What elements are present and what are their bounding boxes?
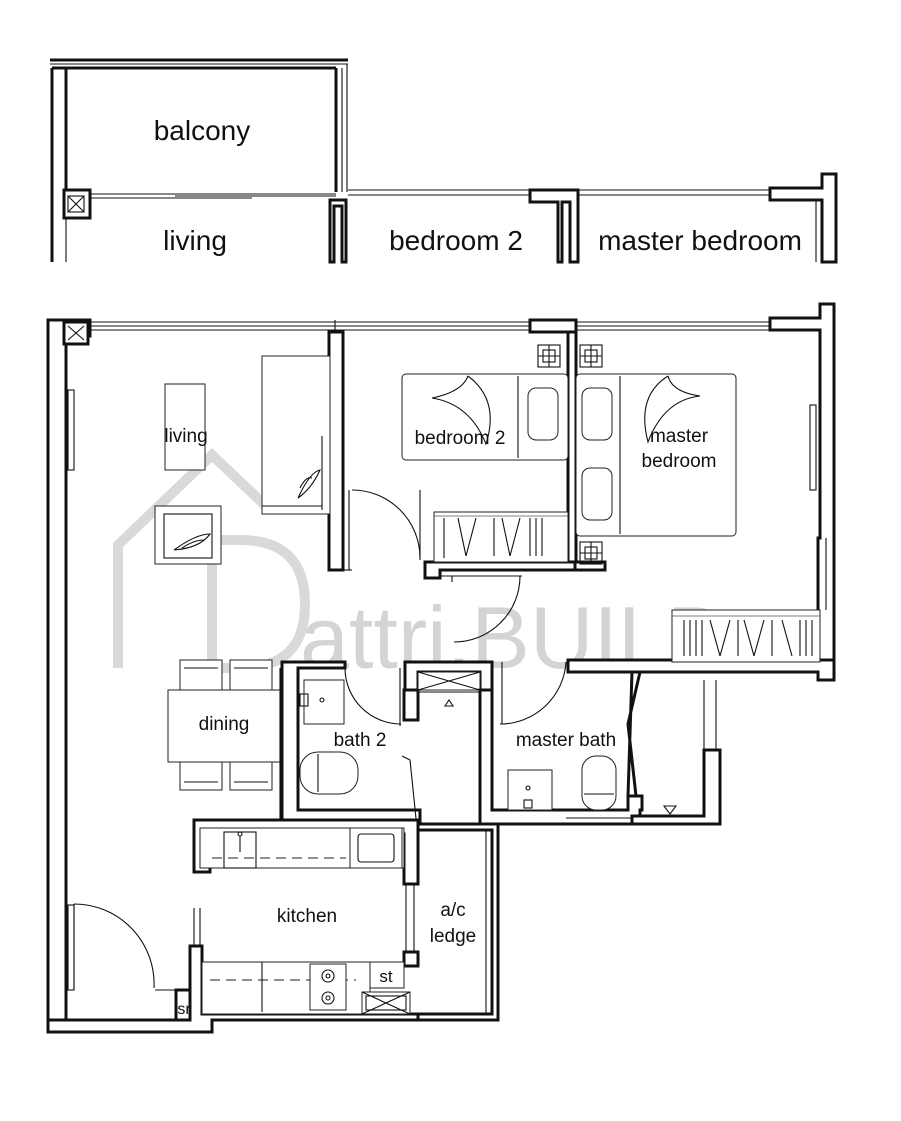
bath-2-basin: [303, 679, 345, 725]
room-label-master-bedroom-line2: bedroom: [642, 451, 717, 472]
room-label-store: st: [379, 967, 393, 986]
dining-table: [167, 689, 281, 763]
ac-ledge-wall: [416, 822, 500, 1022]
stove-icon: [309, 963, 347, 1011]
left-exterior-wall: [46, 318, 92, 1034]
elevation-label-balcony: balcony: [154, 115, 251, 146]
pillow-icon: [581, 467, 613, 521]
room-label-ac-ledge-line2: ledge: [430, 926, 477, 947]
room-label-master-bath: master bath: [516, 730, 616, 751]
living-tv-console: [164, 383, 206, 471]
store-room: [369, 961, 405, 989]
pillow-icon: [527, 387, 559, 441]
elevation-strip: balcony living bedroom 2 master bedroom: [50, 58, 838, 264]
pillow-icon: [581, 387, 613, 441]
elevation-label-living: living: [163, 225, 227, 256]
living-bedroom-wall: [327, 330, 345, 572]
elevation-label-bedroom-2: bedroom 2: [389, 225, 523, 256]
room-label-ac-ledge-line1: a/c: [440, 900, 465, 921]
room-label-bedroom-2: bedroom 2: [415, 428, 506, 449]
room-label-dining: dining: [199, 714, 250, 735]
master-bath-wall: [478, 688, 644, 826]
master-bed: [575, 373, 737, 537]
watermark-d-letter: [207, 535, 311, 673]
ceiling-light-icon: [579, 344, 603, 368]
living-armchair: [154, 505, 222, 565]
living-sofa: [261, 355, 331, 515]
master-wardrobe: [671, 609, 821, 663]
master-bath-toilet: [581, 755, 617, 811]
master-wardrobe-wall: [566, 658, 836, 682]
watermark-house-icon: [113, 448, 274, 668]
room-label-living: living: [164, 426, 207, 447]
shower-wall: [630, 748, 722, 826]
ceiling-light-icon: [537, 344, 561, 368]
room-label-master-bedroom-line1: master: [650, 426, 709, 447]
bedroom-2-wardrobe: [433, 511, 569, 563]
column-icon: [62, 188, 92, 220]
room-label-service: sr: [177, 1001, 191, 1018]
bath-2-toilet: [299, 751, 359, 795]
elevation-label-master-bedroom: master bedroom: [598, 225, 802, 256]
main-plan: living bedroom 2 master bedroom dining b…: [46, 302, 836, 1034]
room-label-kitchen: kitchen: [277, 906, 337, 927]
room-label-bath-2: bath 2: [334, 730, 387, 751]
master-bath-basin: [507, 769, 553, 811]
ceiling-light-icon: [579, 541, 603, 565]
